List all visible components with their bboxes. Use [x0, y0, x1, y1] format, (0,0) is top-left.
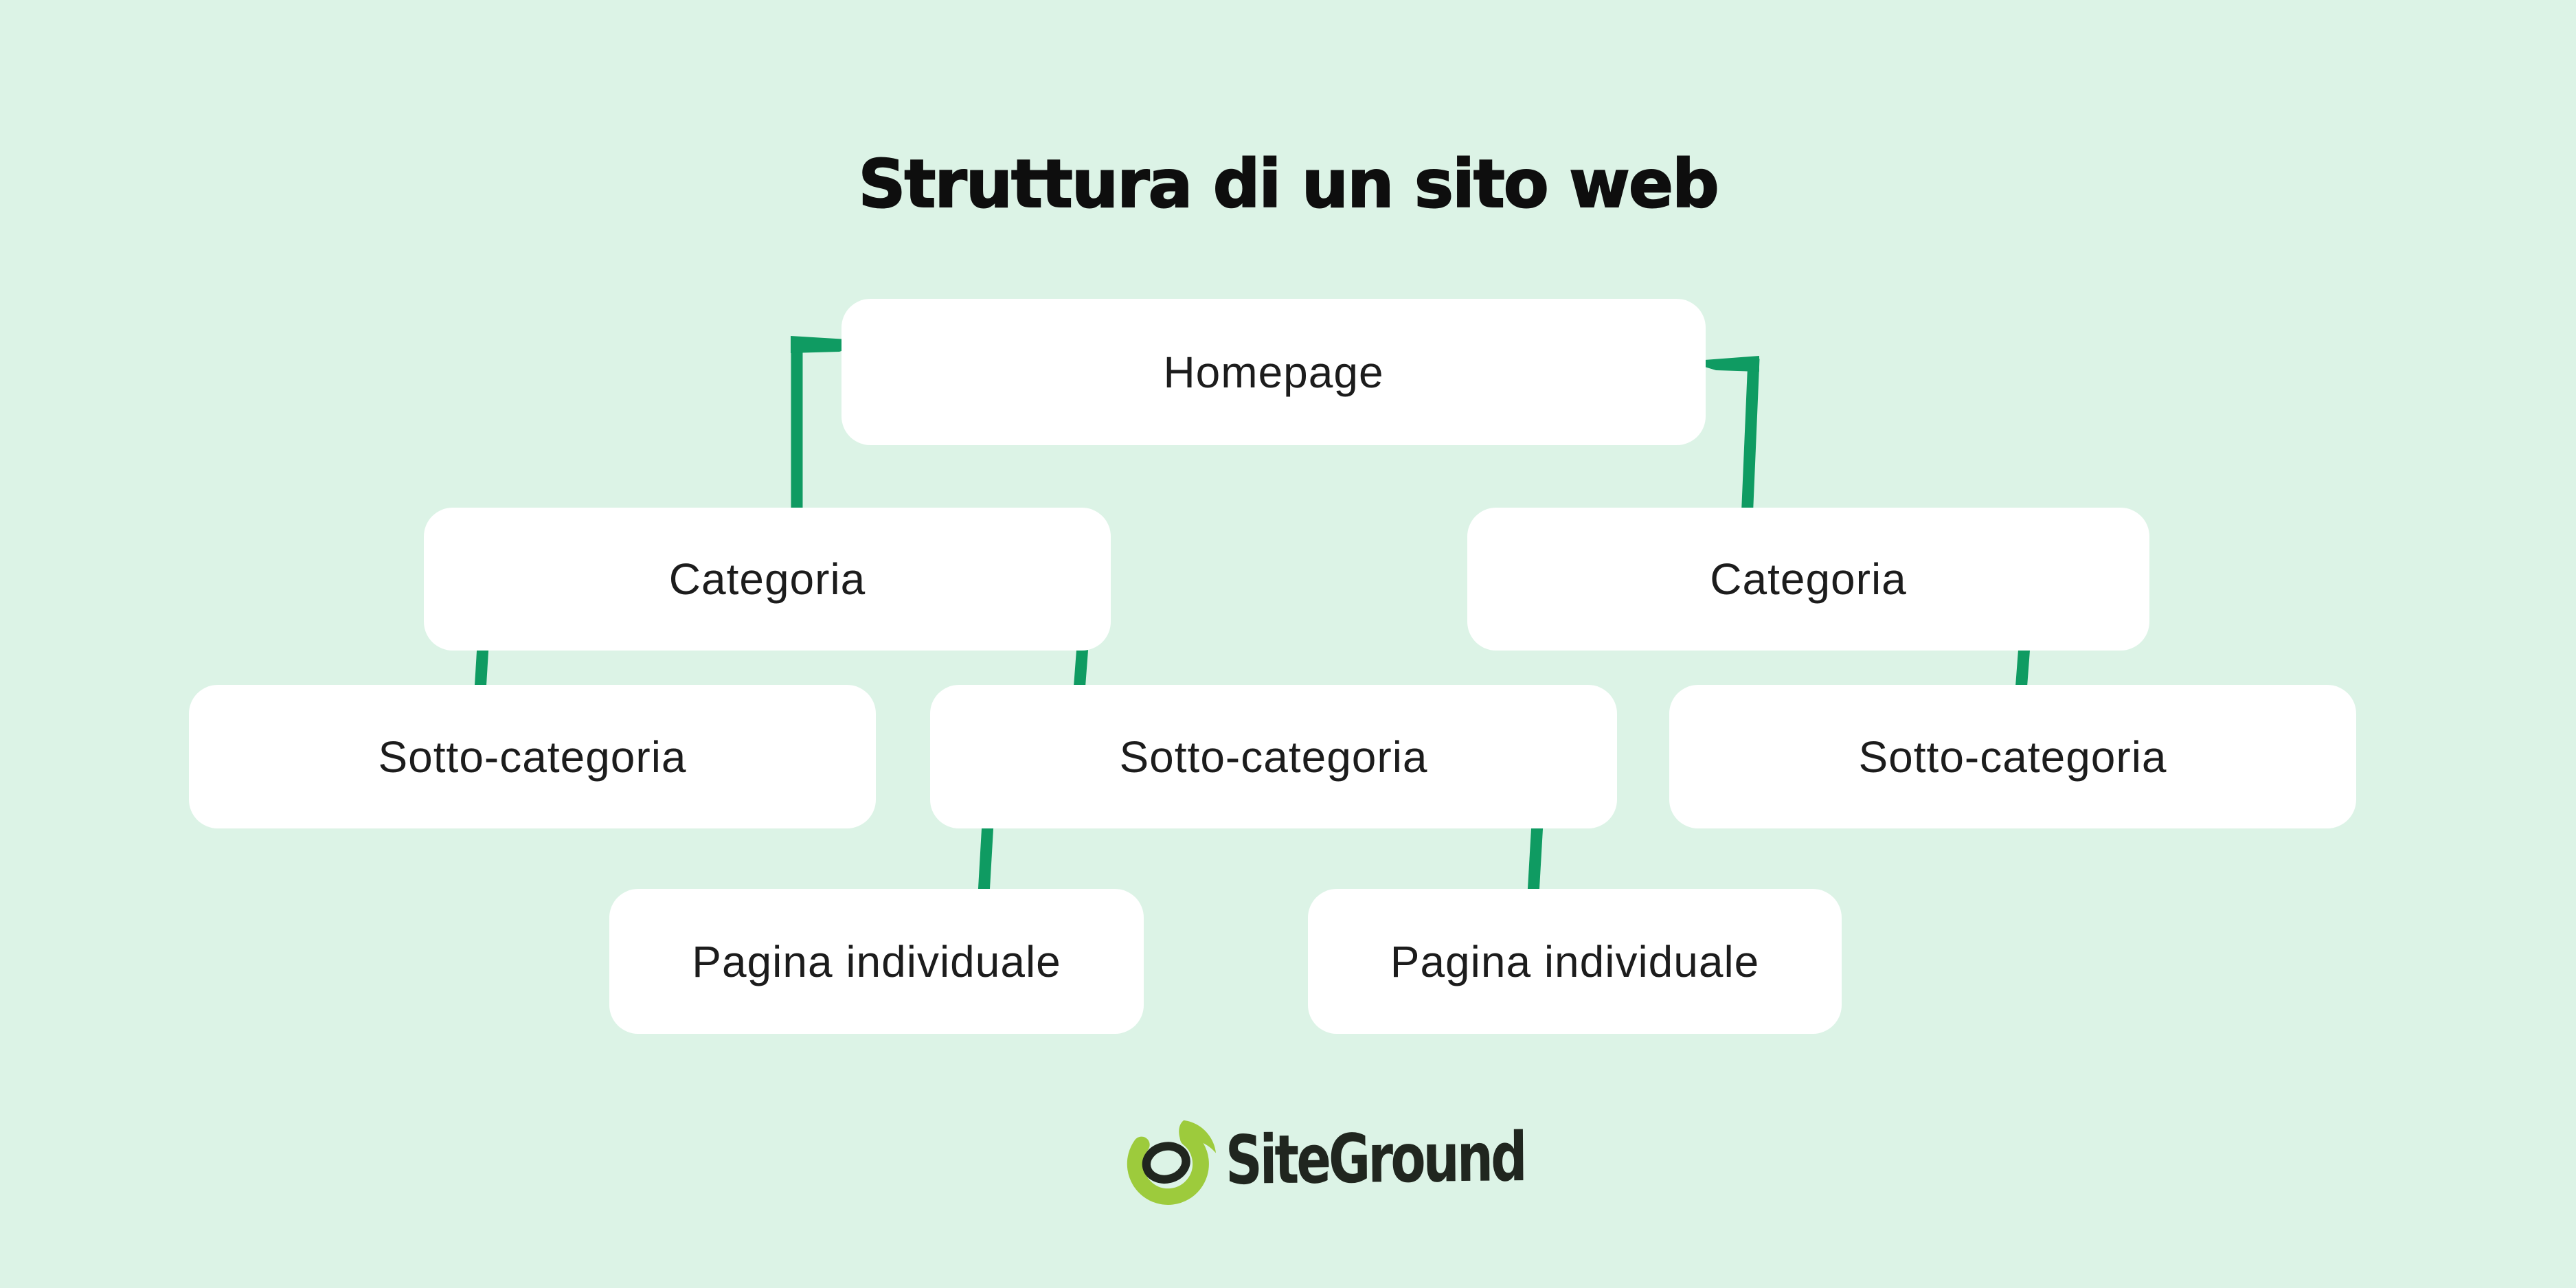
- node-sotto-categoria-2: Sotto-categoria: [930, 685, 1617, 828]
- node-pagina-individuale-1: Pagina individuale: [609, 889, 1144, 1034]
- connector-categoria-left-sotto-1: [474, 645, 489, 692]
- node-categoria-left: Categoria: [424, 508, 1111, 651]
- connector-categoria-right-sotto-3: [2015, 645, 2031, 692]
- connector-categoria-left-sotto-2: [1073, 645, 1089, 692]
- node-homepage: Homepage: [841, 299, 1706, 445]
- siteground-logo: SiteGround: [1118, 1107, 1619, 1214]
- connector-homepage-right-stub: [1686, 356, 1759, 372]
- page-title: Struttura di un sito web: [857, 145, 1719, 223]
- node-sotto-categoria-1: Sotto-categoria: [189, 685, 876, 828]
- connector-sotto-2-pagina-1: [978, 822, 994, 895]
- siteground-swirl-icon: [1127, 1120, 1217, 1205]
- siteground-wordmark: SiteGround: [1225, 1118, 1526, 1200]
- connector-sotto-2-pagina-2: [1527, 822, 1544, 895]
- node-sotto-categoria-3: Sotto-categoria: [1669, 685, 2356, 828]
- node-categoria-right: Categoria: [1467, 508, 2149, 651]
- node-pagina-individuale-2: Pagina individuale: [1308, 889, 1842, 1034]
- connector-homepage-categoria-right-vertical: [1741, 358, 1760, 521]
